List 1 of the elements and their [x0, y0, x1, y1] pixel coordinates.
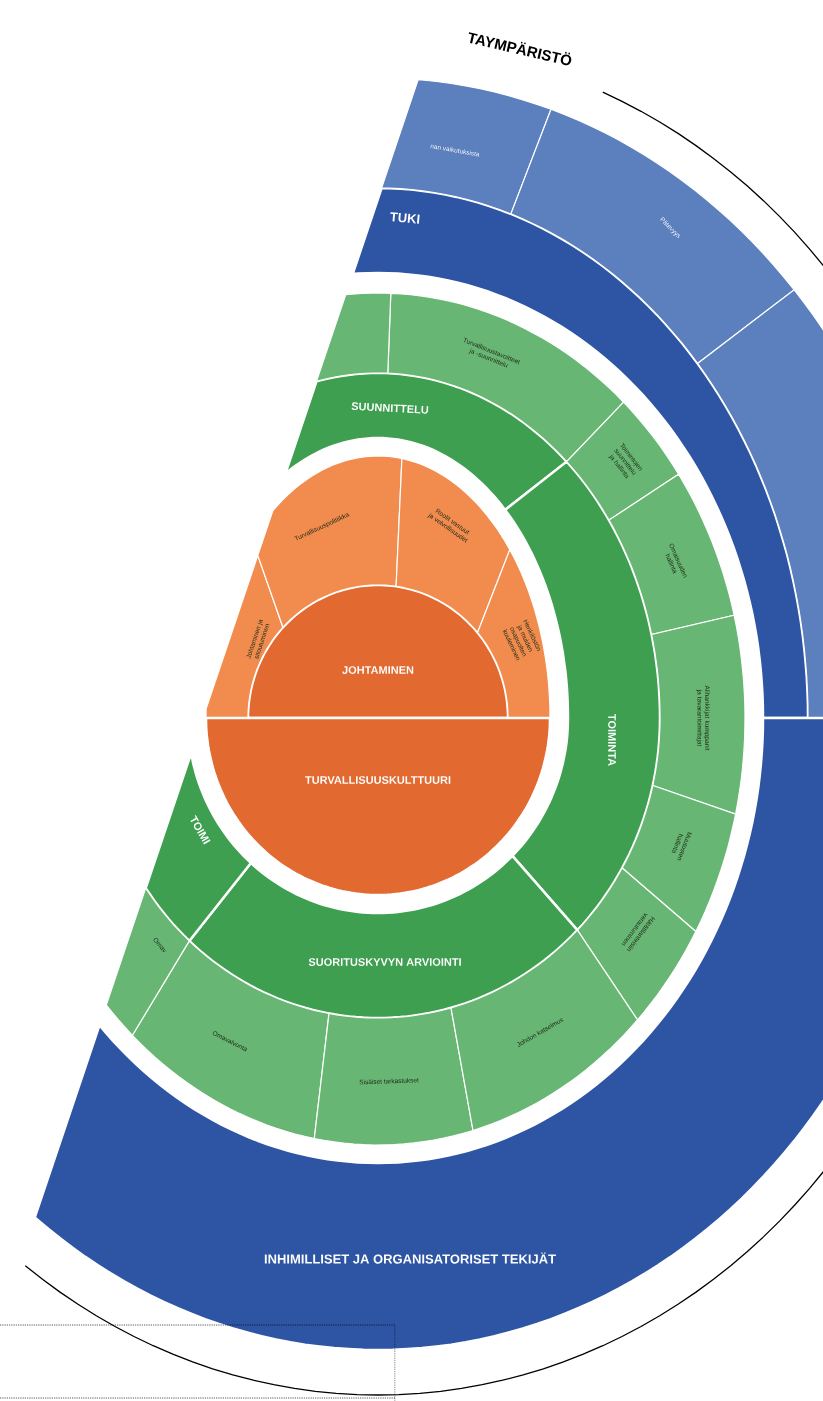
ring-segment [315, 292, 392, 383]
